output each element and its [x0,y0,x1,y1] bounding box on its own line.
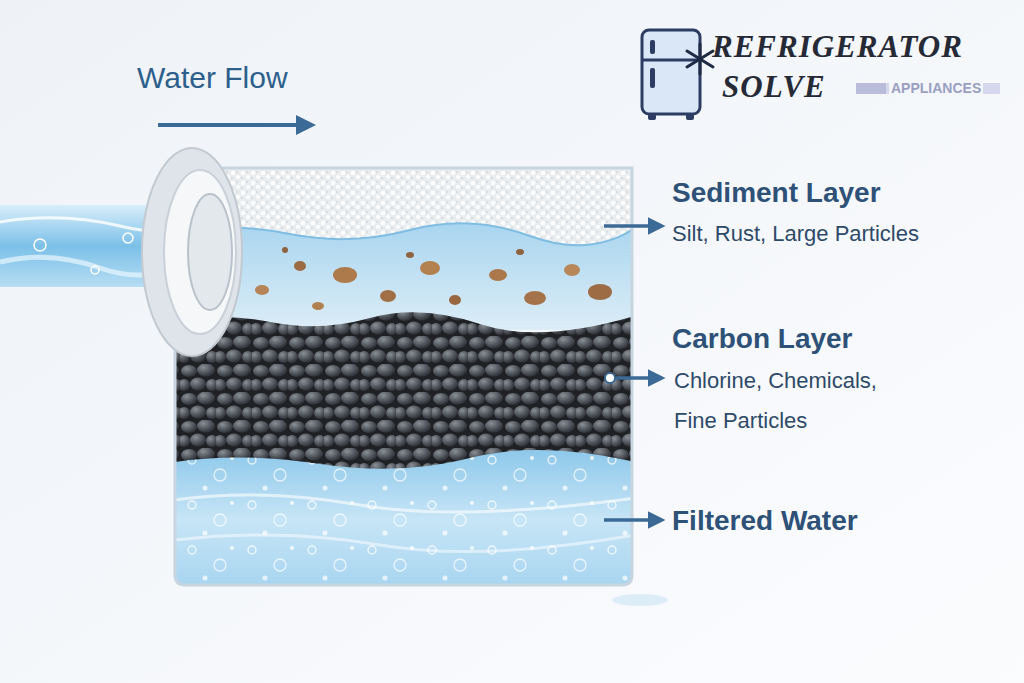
carbon-granules [175,312,635,470]
particle [380,290,396,302]
layer-description: Silt, Rust, Large Particles [672,221,919,247]
water-wave [175,495,635,512]
fridge-foot [648,114,656,120]
flow-arrow [158,123,312,127]
fridge-body [642,30,700,114]
layer-description: Chlorine, Chemicals, Fine Particles [674,361,924,441]
particle [564,264,580,276]
flange-ring [164,170,236,334]
logo-text: REFRIGERATOR [712,28,963,65]
water-bubbles [175,450,635,590]
layer-title: Filtered Water [672,504,858,538]
water-drip [612,594,668,606]
bubble [91,266,99,274]
logo-bar [856,83,886,94]
bubble [34,239,46,251]
callout-arrow [604,224,662,228]
logo-tagline: APPLIANCES [889,80,983,97]
flange-outer [142,148,242,356]
fridge-handle [650,40,655,54]
snowflake-arm [687,51,713,67]
water-wave [175,535,635,552]
particle [524,291,546,305]
callout-dot [605,373,615,383]
particle [294,261,306,271]
particle [406,252,414,258]
snowflake-arm [687,51,713,67]
callout-arrow [616,376,662,380]
particle [282,247,288,253]
filtered-water [175,450,635,590]
particle [420,261,440,275]
fridge-handle [650,68,655,88]
filter-outline [175,168,632,585]
fridge-divider [642,59,700,62]
layer-title: Carbon Layer [672,322,853,356]
particle [312,302,324,310]
particle [588,284,612,300]
sediment-particles [198,247,612,310]
flange-inner [188,194,232,310]
callout-arrow [604,518,662,522]
fridge-foot [686,114,694,120]
bubble [123,233,133,243]
flow-label: Water Flow [137,60,288,96]
particle [516,249,524,255]
water-surface [175,223,635,245]
pipe-flange [142,148,242,356]
snowflake [687,44,713,74]
particle [489,269,507,281]
particle [255,285,269,295]
particle [333,267,357,283]
filter-cutaway [175,168,635,590]
logo-text: SOLVE [722,68,826,105]
particle [449,295,461,305]
layer-title: Sediment Layer [672,176,881,210]
